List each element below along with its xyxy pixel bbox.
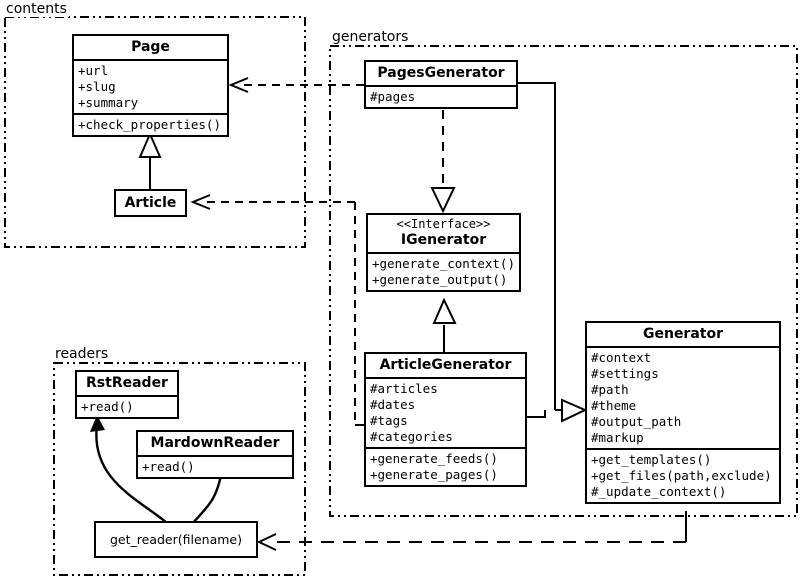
class-name-generator: Generator [642, 326, 723, 342]
class-box-mardownreader[interactable]: MardownReader +read() [136, 430, 294, 480]
method: +generate_pages() [370, 467, 498, 483]
attribute: #tags [370, 413, 408, 429]
attribute: #markup [591, 430, 644, 446]
function-label-get-reader: get_reader(filename) [110, 532, 242, 547]
method: +get_files(path,exclude) [591, 468, 772, 484]
relation-pagesgenerator-inherits-generator [518, 82, 588, 423]
relation-articlegenerator-inherits-igenerator [432, 297, 457, 352]
class-name-rstreader: RstReader [86, 375, 168, 391]
class-box-articlegenerator[interactable]: ArticleGenerator #articles #dates #tags … [364, 352, 527, 488]
class-stereotype-igenerator: <<Interface>> [396, 217, 491, 231]
class-box-pagesgenerator[interactable]: PagesGenerator #pages [364, 60, 518, 110]
class-attributes-articlegenerator: #articles #dates #tags #categories [366, 377, 525, 447]
class-name-article: Article [124, 195, 177, 211]
attribute: #context [591, 350, 652, 366]
relation-generator-depends-getreader [256, 511, 687, 551]
method: +check_properties() [78, 117, 221, 133]
method: +generate_output() [372, 272, 508, 288]
attribute: #output_path [591, 414, 682, 430]
class-box-rstreader[interactable]: RstReader +read() [75, 370, 179, 420]
class-name-mardownreader: MardownReader [150, 435, 280, 451]
class-attributes-generator: #context #settings #path #theme #output_… [587, 346, 779, 448]
relation-articlegenerator-inherits-generator [527, 410, 546, 418]
class-name-page: Page [131, 39, 170, 55]
attribute: #pages [370, 89, 416, 105]
class-attributes-page: +url +slug +summary [74, 59, 227, 113]
class-methods-rstreader: +read() [77, 395, 177, 417]
method: +read() [81, 399, 134, 415]
relation-articlegenerator-depends-article [190, 194, 366, 426]
class-name-igenerator: IGenerator [400, 232, 487, 249]
class-methods-mardownreader: +read() [138, 455, 292, 477]
relation-article-inherits-page [138, 131, 162, 190]
class-methods-igenerator: +generate_context() +generate_output() [368, 252, 519, 290]
attribute: #settings [591, 366, 659, 382]
function-box-get-reader[interactable]: get_reader(filename) [94, 521, 258, 558]
attribute: #dates [370, 397, 416, 413]
class-name-articlegenerator: ArticleGenerator [379, 357, 512, 373]
method: +generate_feeds() [370, 451, 498, 467]
attribute: +summary [78, 95, 139, 111]
class-box-page[interactable]: Page +url +slug +summary +check_properti… [72, 34, 229, 138]
attribute: +url [78, 63, 109, 79]
class-methods-generator: +get_templates() +get_files(path,exclude… [587, 448, 779, 502]
class-attributes-pagesgenerator: #pages [366, 85, 516, 107]
attribute: #articles [370, 381, 438, 397]
class-box-article[interactable]: Article [114, 189, 187, 218]
attribute: #categories [370, 429, 453, 445]
relation-pagesgenerator-realizes-igenerator [430, 110, 456, 214]
class-methods-articlegenerator: +generate_feeds() +generate_pages() [366, 447, 525, 485]
class-name-pagesgenerator: PagesGenerator [377, 65, 505, 81]
attribute: #path [591, 382, 629, 398]
relation-pagesgenerator-depends-page [228, 77, 364, 93]
method: #_update_context() [591, 484, 727, 500]
package-label-contents: contents [4, 1, 69, 17]
method: +get_templates() [591, 452, 712, 468]
class-box-igenerator[interactable]: <<Interface>> IGenerator +generate_conte… [366, 213, 521, 293]
method: +read() [142, 459, 195, 475]
class-methods-page: +check_properties() [74, 113, 227, 135]
method: +generate_context() [372, 256, 515, 272]
attribute: #theme [591, 398, 637, 414]
attribute: +slug [78, 79, 116, 95]
package-label-readers: readers [53, 346, 111, 362]
package-label-generators: generators [330, 29, 411, 45]
class-box-generator[interactable]: Generator #context #settings #path #them… [585, 321, 781, 505]
